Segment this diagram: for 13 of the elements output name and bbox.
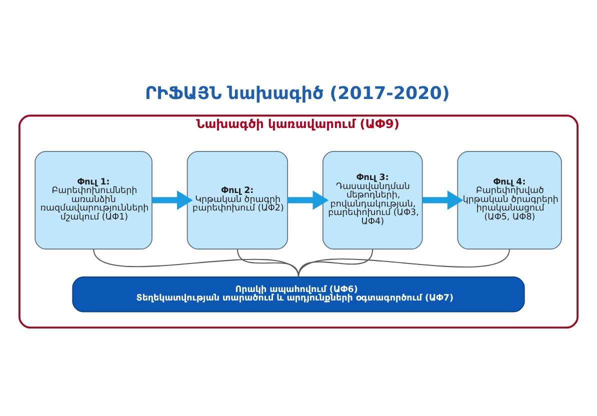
connector xyxy=(298,248,374,277)
connector xyxy=(236,248,300,277)
node-box: Փուլ 4: Բարեփոխված կրթական ծրագրերի իրականացում (ԱՓ5, ԱՓ8) xyxy=(457,150,562,249)
connector xyxy=(298,248,510,277)
arrow xyxy=(422,190,464,210)
node-box: Փուլ 2: Կրթական ծրագրի բարեփոխում (ԱՓ2) xyxy=(186,150,288,249)
arrow xyxy=(288,190,329,210)
connector xyxy=(93,248,299,277)
diagram-title: ՐԻՖԱՅՆ նախագիծ (2017-2020) xyxy=(145,84,450,104)
arrow xyxy=(152,190,193,210)
node-box: Որակի ապահովում (ԱՓ6) Տեղեկատվության տարածում և արդյունքների օգտագործում (ԱՓ7) xyxy=(72,276,525,312)
node-box: Փուլ 1: Բարեփոխումների առանձին ռազմավարությունների մշակում (ԱՓ1) xyxy=(34,150,152,249)
node-box: Փուլ 3: Դասավանդման մեթոդների, բովանդակության, բարեփոխում (ԱՓ3, ԱՓ4) xyxy=(322,150,423,249)
